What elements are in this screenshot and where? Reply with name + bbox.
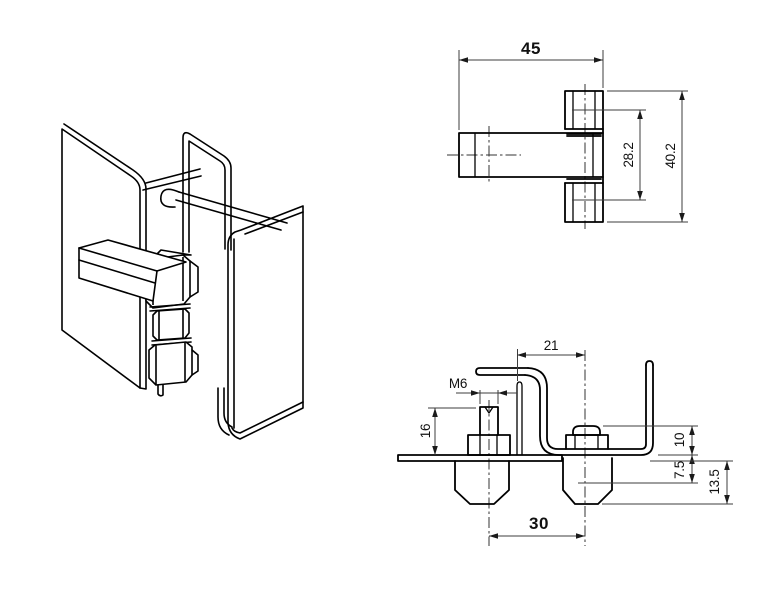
dim-pivot-to-bolt: 21 [544,338,558,353]
section-view: 21 M6 16 10 7.5 13.5 30 [397,338,733,546]
dim-slot-center-depth: 7.5 [672,461,687,479]
isometric-view [61,123,304,440]
dim-overall-width: 45 [521,39,541,58]
top-view: 45 28.2 40.2 [447,39,688,229]
dim-head-height: 10 [672,433,687,447]
dim-knuckle-overall: 40.2 [663,143,678,168]
dim-nut-depth: 13.5 [707,469,722,494]
dim-knuckle-pitch: 28.2 [621,142,636,167]
dim-screw-length: 16 [418,424,433,438]
dim-thread: M6 [449,376,467,391]
dim-bolt-pitch: 30 [529,514,549,533]
